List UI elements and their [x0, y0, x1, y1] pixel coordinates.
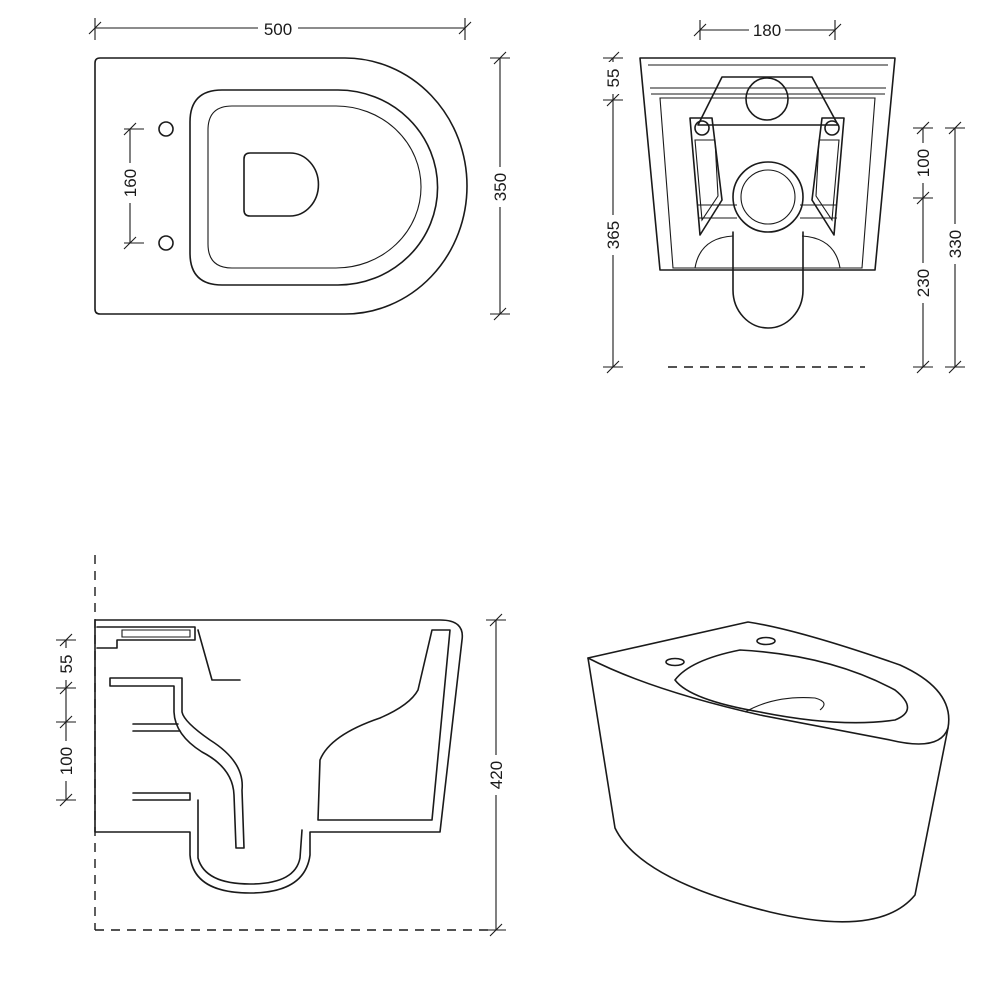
perspective-view	[587, 621, 950, 923]
side-mid-label: 100	[57, 747, 76, 775]
mounting-hole-upper	[158, 121, 174, 137]
rear-view-inner-recess	[659, 97, 876, 269]
rear-view-top-housing	[697, 76, 839, 126]
dimension-rear-right: 330	[945, 121, 965, 374]
perspective-body	[587, 657, 949, 923]
mounting-hole-lower	[158, 235, 174, 251]
rear-view-left-fixing	[694, 120, 710, 136]
top-view-outline	[94, 57, 468, 315]
perspective-rim	[674, 649, 909, 724]
side-height-label: 420	[487, 761, 506, 789]
dimension-side-left: 55 100	[56, 633, 76, 807]
perspective-hole-right	[756, 636, 776, 646]
rear-view: 180 55 365 100 230	[603, 19, 965, 374]
rear-view-right-fixing	[824, 120, 840, 136]
dimension-rear-outlet: 180	[693, 19, 842, 41]
rear-top-label: 55	[604, 69, 623, 88]
perspective-top-outline	[587, 621, 950, 745]
rear-outlet-label: 180	[753, 21, 781, 40]
side-view-bowl-wall	[317, 629, 451, 821]
top-view-rim	[189, 89, 439, 286]
rear-view-outlet-pipe	[732, 231, 804, 329]
top-view-drain	[243, 152, 320, 217]
side-view-trap-base	[197, 799, 303, 885]
side-view-trap	[109, 677, 245, 849]
rear-view-left-bracket	[689, 117, 723, 236]
top-view: 500 350 160	[88, 17, 510, 321]
top-holes-label: 160	[121, 169, 140, 197]
rear-view-inlet	[745, 77, 789, 121]
rear-right-label: 330	[946, 230, 965, 258]
top-view-bowl-inner	[207, 105, 422, 269]
side-view-outer-shell	[94, 619, 464, 894]
top-width-label: 500	[264, 20, 292, 39]
dimension-top-holes: 160	[120, 122, 144, 250]
perspective-hole-left	[665, 657, 685, 667]
rear-view-body	[639, 57, 896, 271]
dimension-top-height: 350	[490, 51, 510, 321]
rear-lower-label: 230	[914, 269, 933, 297]
top-height-label: 350	[491, 173, 510, 201]
side-view: 55 100 420	[56, 555, 506, 937]
side-view-rim-channel	[96, 626, 196, 649]
rear-view-outlet	[732, 161, 804, 233]
rear-total-label: 365	[604, 221, 623, 249]
dimension-rear-inner: 100 230	[913, 121, 933, 374]
rear-upper-label: 100	[914, 149, 933, 177]
side-view-bowl-inner	[197, 629, 241, 681]
rear-view-right-bracket	[811, 117, 845, 236]
dimension-rear-left: 55 365	[603, 51, 623, 374]
dimension-top-width: 500	[88, 17, 472, 40]
perspective-bowl-inner	[744, 697, 825, 713]
dimension-side-height: 420	[486, 613, 506, 937]
side-view-outlet-lower	[132, 792, 191, 801]
side-top-label: 55	[57, 655, 76, 674]
